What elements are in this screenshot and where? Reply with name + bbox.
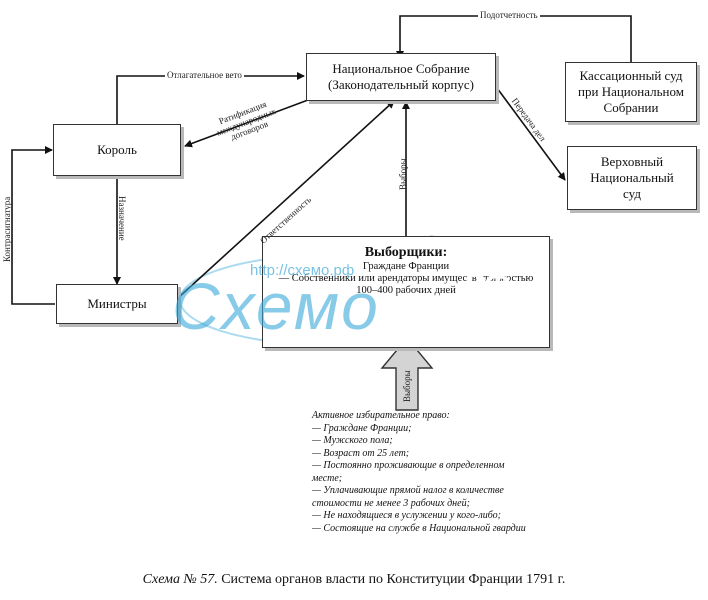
suffrage-line: — Состоящие на службе в Национальной гва… xyxy=(312,522,526,534)
suffrage-line: Активное избирательное право: xyxy=(312,410,450,421)
edge-countersign xyxy=(11,146,55,305)
suffrage-line: — Мужского пола; xyxy=(312,435,393,446)
figure-caption: Схема № 57. Система органов власти по Ко… xyxy=(0,572,708,588)
label-elections-bottom: Выборы xyxy=(402,370,412,402)
watermark-rf: РФ xyxy=(465,268,511,301)
supreme-court-line-2: Национальный xyxy=(590,170,674,185)
suffrage-line: — Возраст от 25 лет; xyxy=(312,447,410,459)
cassation-court-line-1: Кассационный суд xyxy=(579,68,683,83)
electors-line-2: — Собственники или арендаторы имуществ с… xyxy=(278,273,534,284)
edge-responsibility xyxy=(177,100,395,299)
edge-transfer xyxy=(496,87,566,181)
king-box: Король xyxy=(53,124,181,176)
label-veto: Отлагательное вето xyxy=(165,70,244,80)
supreme-court-box: Верховный Национальный суд xyxy=(567,146,697,210)
national-assembly-line-2: (Законодательный корпус) xyxy=(328,77,474,92)
caption-number: Схема № 57. xyxy=(142,572,218,587)
national-assembly-box: Национальное Собрание (Законодательный к… xyxy=(306,53,496,101)
electors-box: Выборщики: Граждане Франции — Собственни… xyxy=(262,236,550,348)
electors-line-1: Граждане Франции xyxy=(362,261,450,272)
electors-title: Выборщики: xyxy=(364,245,448,260)
supreme-court-line-3: суд xyxy=(623,186,641,201)
label-elections-top: Выборы xyxy=(398,158,408,190)
suffrage-line: — Не находящиеся в услужении у кого-либо… xyxy=(312,510,501,521)
national-assembly-line-1: Национальное Собрание xyxy=(332,61,470,76)
king-label: Король xyxy=(97,142,137,157)
suffrage-line: — Граждане Франции; xyxy=(312,422,412,434)
elections-big-arrow xyxy=(380,336,434,411)
electors-line-3: 100–400 рабочих дней xyxy=(356,285,456,296)
active-suffrage-notes: Активное избирательное право: — Граждане… xyxy=(312,410,572,535)
suffrage-line: — Уплачивающие прямой налог в количестве xyxy=(312,485,504,496)
ministers-box: Министры xyxy=(56,284,178,324)
cassation-court-box: Кассационный суд при Национальном Собран… xyxy=(565,62,697,122)
caption-text: Система органов власти по Конституции Фр… xyxy=(217,572,566,587)
edge-ratification xyxy=(184,99,309,148)
watermark-url: http://схемо.рф xyxy=(250,262,355,279)
cassation-court-line-2: при Национальном xyxy=(578,84,684,99)
label-appointment: Назначение xyxy=(117,196,127,241)
suffrage-line: — Постоянно проживающие в определенном xyxy=(312,460,505,471)
watermark-logo: Схемо xyxy=(172,269,380,343)
suffrage-line: месте; xyxy=(312,472,343,484)
cassation-court-line-3: Собрании xyxy=(603,100,659,115)
suffrage-line: стоимости не менее 3 рабочих дней; xyxy=(312,497,470,509)
label-countersign: Контрасигнатура xyxy=(2,196,12,262)
supreme-court-line-1: Верховный xyxy=(600,154,664,169)
label-accountability: Подотчетность xyxy=(478,10,540,20)
ministers-label: Министры xyxy=(87,296,147,311)
